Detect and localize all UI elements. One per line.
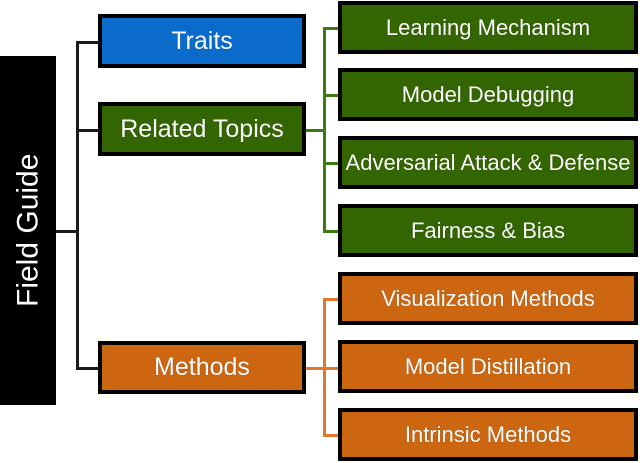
node-adversarial-attack-defense-label: Adversarial Attack & Defense — [345, 149, 631, 175]
node-intrinsic-methods-label: Intrinsic Methods — [404, 421, 572, 447]
node-traits-label: Traits — [171, 26, 233, 55]
node-learning-mechanism[interactable]: Learning Mechanism — [338, 1, 638, 54]
node-traits[interactable]: Traits — [98, 14, 306, 68]
connector-related-topics-to-adversarial-attack-defense — [323, 162, 341, 165]
node-learning-mechanism-label: Learning Mechanism — [385, 14, 591, 40]
connector-root-to-traits — [76, 41, 100, 44]
connector-methods-to-visualization-methods — [323, 298, 341, 301]
node-field-guide-label: Field Guide — [11, 153, 45, 308]
node-methods[interactable]: Methods — [98, 341, 306, 394]
node-adversarial-attack-defense[interactable]: Adversarial Attack & Defense — [338, 136, 638, 189]
node-field-guide[interactable]: Field Guide — [0, 56, 56, 405]
node-related-topics[interactable]: Related Topics — [98, 102, 306, 156]
connector-related-topics-to-model-debugging — [323, 94, 341, 97]
connector-root-to-methods — [76, 367, 100, 370]
node-model-debugging-label: Model Debugging — [401, 81, 575, 107]
connector-related-topics-to-learning-mechanism — [323, 27, 341, 30]
connector-related-topics-trunk — [323, 27, 326, 230]
node-visualization-methods-label: Visualization Methods — [381, 285, 595, 311]
node-methods-label: Methods — [154, 353, 250, 382]
connector-root-to-related-topics — [76, 129, 100, 132]
node-intrinsic-methods[interactable]: Intrinsic Methods — [338, 408, 638, 461]
connector-methods-to-intrinsic-methods — [323, 434, 341, 437]
connector-related-topics-stub — [303, 129, 325, 132]
node-related-topics-label: Related Topics — [120, 114, 284, 143]
node-model-debugging[interactable]: Model Debugging — [338, 68, 638, 121]
node-model-distillation-label: Model Distillation — [404, 353, 572, 379]
connector-root-stub — [55, 230, 77, 233]
connector-root-trunk — [76, 41, 79, 368]
node-model-distillation[interactable]: Model Distillation — [338, 340, 638, 393]
connector-related-topics-to-fairness-bias — [323, 230, 341, 233]
connector-methods-to-model-distillation — [323, 367, 341, 370]
node-fairness-bias-label: Fairness & Bias — [410, 217, 566, 243]
connector-methods-trunk — [323, 298, 326, 434]
connector-methods-stub — [303, 367, 325, 370]
node-visualization-methods[interactable]: Visualization Methods — [338, 272, 638, 325]
node-fairness-bias[interactable]: Fairness & Bias — [338, 204, 638, 257]
